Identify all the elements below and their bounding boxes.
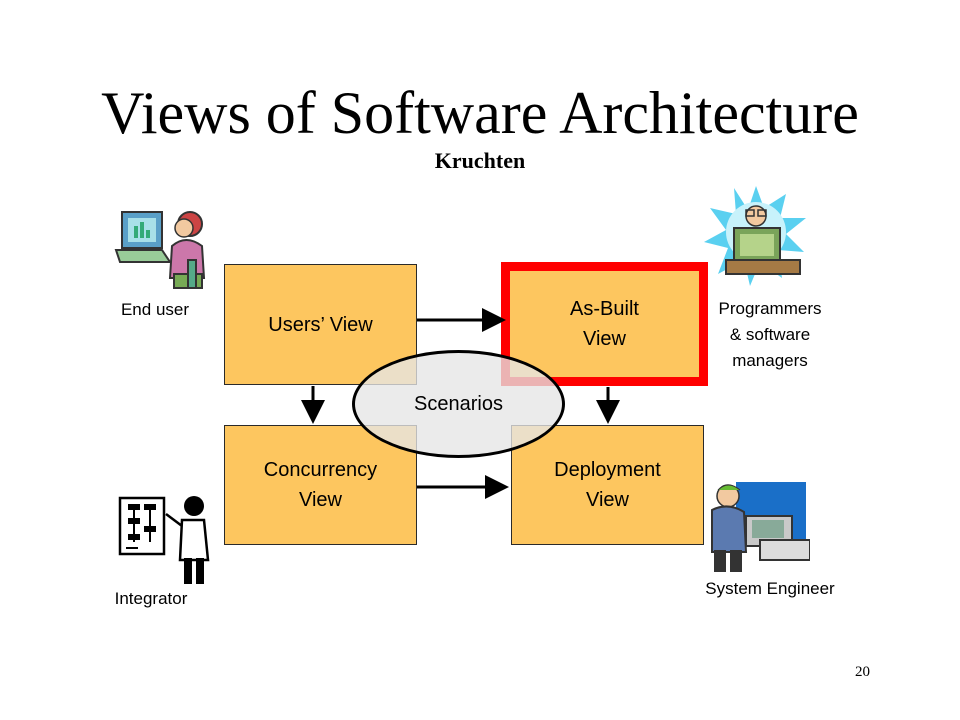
scenarios-label: Scenarios <box>414 392 503 415</box>
page-number: 20 <box>855 664 870 680</box>
role-programmers: Programmers & software managers <box>718 299 822 370</box>
system-engineer-clipart-icon <box>711 482 810 572</box>
deployment-view-label: Deployment View <box>554 459 661 511</box>
as-built-view-label: As-Built View <box>570 298 639 350</box>
concurrency-view-label: Concurrency View <box>263 459 378 511</box>
end-user-clipart-icon <box>114 211 206 289</box>
slide-title: Views of Software Architecture <box>101 80 859 146</box>
programmer-clipart-icon <box>704 186 806 286</box>
role-system-engineer: System Engineer <box>705 579 835 598</box>
concurrency-view-box: Concurrency View <box>224 425 417 545</box>
slide-subtitle: Kruchten <box>434 148 526 173</box>
role-integrator: Integrator <box>114 589 188 608</box>
users-view-label: Users’ View <box>268 313 373 336</box>
deployment-view-box: Deployment View <box>511 425 704 545</box>
integrator-clipart-icon <box>118 496 210 584</box>
as-built-view-box: As-Built View <box>508 269 701 379</box>
role-end-user: End user <box>120 300 190 319</box>
scenarios-ellipse: Scenarios <box>352 350 565 458</box>
